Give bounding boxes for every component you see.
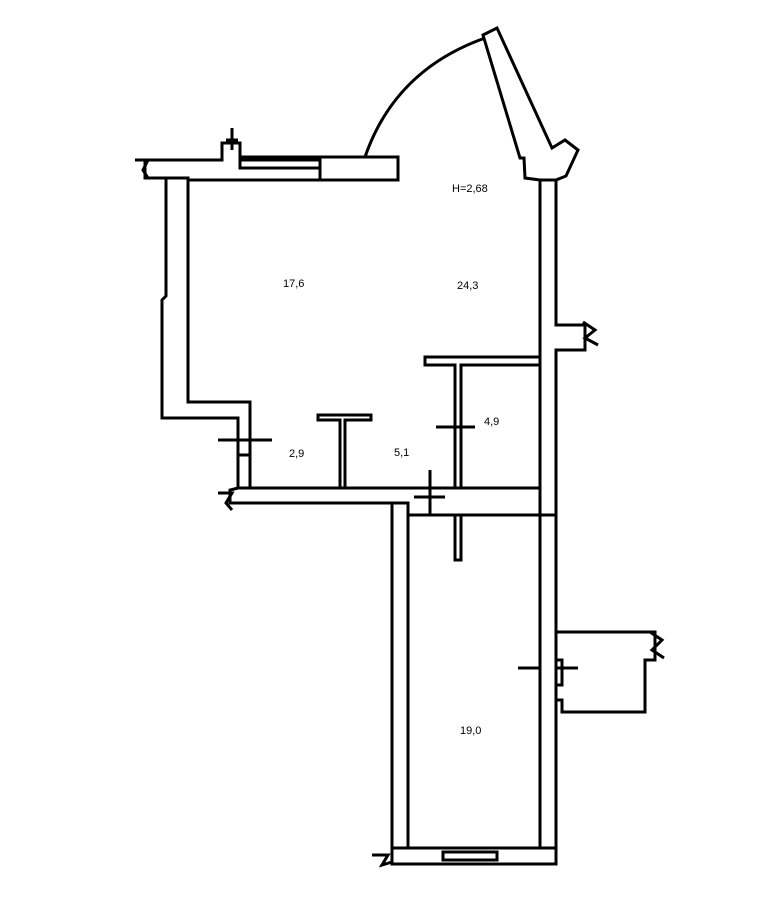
bedroom-left-wall <box>390 501 410 850</box>
wall-break-mark <box>649 630 665 660</box>
window-bottom <box>441 850 499 862</box>
diagonal-wall <box>481 25 580 182</box>
bay-window-arc <box>363 36 486 158</box>
wall-break-mark <box>582 320 599 347</box>
window-top <box>238 158 322 170</box>
bedroom-right-wall <box>538 513 558 864</box>
wall-break-mark <box>135 158 151 179</box>
ceiling-height-label: H=2,68 <box>452 183 488 195</box>
room-area-bathroom: 4,9 <box>484 416 499 428</box>
room-area-hall: 5,1 <box>394 447 409 459</box>
wall-break-mark <box>226 128 238 150</box>
room-area-closet: 2,9 <box>289 448 304 460</box>
middle-wall <box>228 486 542 517</box>
door-leaf <box>453 513 463 562</box>
bathroom-partition <box>423 355 542 490</box>
room-area-living: 17,6 <box>283 278 304 290</box>
room-area-bedroom: 19,0 <box>460 725 481 737</box>
left-wall <box>160 176 252 490</box>
wall-break-mark <box>218 491 235 511</box>
hall-partition <box>316 413 373 490</box>
room-area-kitchen: 24,3 <box>457 280 478 292</box>
wall-break-mark <box>372 853 393 868</box>
